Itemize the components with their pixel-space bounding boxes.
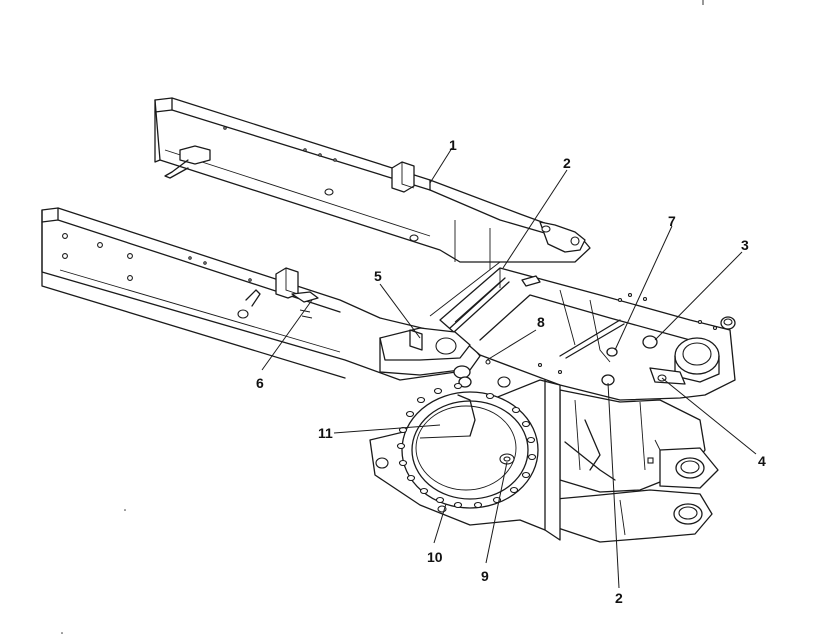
scan-marks <box>61 0 704 634</box>
callout-4: 4 <box>758 453 766 469</box>
leader-lines <box>261 147 757 589</box>
leader-8 <box>486 329 537 361</box>
rear-side-rail <box>154 97 591 270</box>
leader-9 <box>485 461 508 564</box>
leader-7 <box>614 225 673 351</box>
upper-link-arm <box>379 327 472 388</box>
callout-2-top: 2 <box>563 155 571 171</box>
callout-9: 9 <box>481 568 489 584</box>
leader-5 <box>379 283 421 339</box>
callout-5: 5 <box>374 268 382 284</box>
callout-10: 10 <box>427 549 443 565</box>
callout-3: 3 <box>741 237 749 253</box>
flange-bolts <box>396 382 537 509</box>
wheel-flange <box>401 376 539 509</box>
callout-1: 1 <box>449 137 457 153</box>
leader-4 <box>661 377 757 455</box>
leader-6 <box>261 299 313 371</box>
leader-1 <box>429 147 453 184</box>
tie-rods <box>449 277 625 359</box>
callout-2-bottom: 2 <box>615 590 623 606</box>
leader-11 <box>333 424 441 434</box>
callout-8: 8 <box>537 314 545 330</box>
leader-10 <box>433 503 447 544</box>
callout-7: 7 <box>668 213 676 229</box>
leader-2b <box>607 382 620 589</box>
callout-6: 6 <box>256 375 264 391</box>
leader-3 <box>654 251 743 341</box>
front-side-rail <box>41 207 481 381</box>
callout-labels: 1 2 2 3 4 5 6 7 8 9 10 11 <box>256 137 766 606</box>
leader-2a <box>502 169 568 269</box>
cross-member <box>429 261 736 543</box>
callout-11: 11 <box>318 425 333 441</box>
